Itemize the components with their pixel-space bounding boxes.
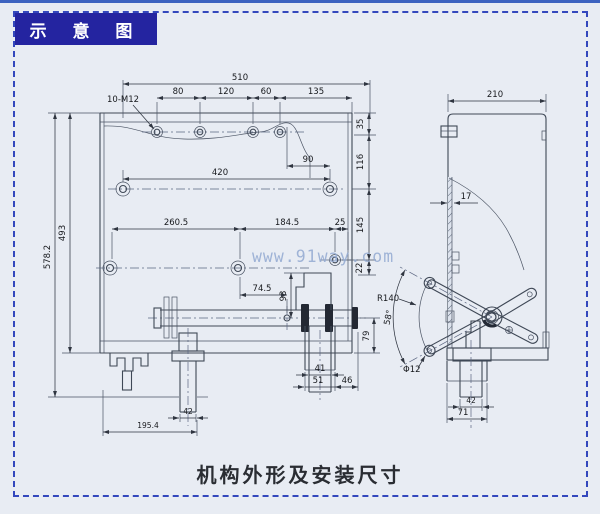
dim-90: 90 bbox=[286, 127, 331, 181]
page-header: 示 意 图 bbox=[15, 13, 157, 45]
drawing-caption: 机构外形及安装尺寸 bbox=[0, 459, 600, 488]
mounting-bracket bbox=[295, 272, 332, 310]
side-body-outline bbox=[440, 113, 547, 348]
side-view: 210 17 bbox=[377, 90, 550, 428]
dim-51-label: 51 bbox=[313, 376, 324, 386]
dim-210-label: 210 bbox=[487, 90, 503, 100]
dim-90-label: 90 bbox=[303, 155, 314, 165]
dim-74-5-label: 74.5 bbox=[253, 284, 272, 294]
lower-hole-row bbox=[96, 254, 358, 276]
panel-outline bbox=[99, 112, 353, 354]
foot-bracket bbox=[109, 353, 149, 391]
top-hole-row bbox=[142, 126, 305, 138]
dim-420: 420 bbox=[122, 168, 330, 182]
dim-510-label: 510 bbox=[232, 73, 248, 83]
shaft-assembly bbox=[148, 296, 366, 339]
dim-120-label: 120 bbox=[218, 87, 234, 97]
dashed-border bbox=[13, 11, 588, 497]
dim-side-rod: 42 71 bbox=[446, 383, 494, 423]
dim-rod-42: 42 bbox=[168, 407, 208, 422]
dim-420-label: 420 bbox=[212, 168, 228, 178]
dim-58-label: 58° bbox=[383, 309, 396, 326]
dim-right-chain: 35 116 145 22 bbox=[342, 112, 376, 276]
dim-493-label: 493 bbox=[58, 225, 68, 241]
front-view: 510 80 120 60 135 10-M12 bbox=[43, 73, 380, 436]
side-lower-rod bbox=[446, 340, 492, 428]
dim-195-4: 195.4 bbox=[102, 390, 198, 436]
dim-22-label: 22 bbox=[355, 263, 365, 274]
watermark: www.91way.com bbox=[252, 247, 394, 266]
dim-42-front-label: 42 bbox=[183, 407, 193, 416]
dim-17-label: 17 bbox=[461, 192, 472, 202]
dim-25-label: 25 bbox=[335, 218, 346, 228]
dim-left-heights: 578.2 493 bbox=[43, 112, 100, 397]
dim-phi12-label: Φ12 bbox=[403, 365, 421, 375]
dim-lower-row: 260.5 184.5 25 bbox=[111, 218, 349, 259]
dim-93-label: 93 bbox=[279, 291, 289, 302]
dim-60-label: 60 bbox=[261, 87, 272, 97]
dim-80-label: 80 bbox=[173, 87, 184, 97]
dim-42-side-label: 42 bbox=[466, 396, 476, 405]
lower-tube bbox=[304, 326, 336, 400]
dim-116-label: 116 bbox=[356, 154, 366, 170]
dim-71-label: 71 bbox=[458, 408, 469, 418]
dim-46-label: 46 bbox=[342, 376, 353, 386]
base-plate bbox=[446, 331, 550, 361]
dim-r140-label: R140 bbox=[377, 294, 399, 304]
dim-210: 210 bbox=[447, 90, 547, 112]
thread-callout: 10-M12 bbox=[107, 95, 139, 105]
dim-41-label: 41 bbox=[315, 364, 326, 374]
dim-top-spacings: 80 120 60 135 bbox=[156, 87, 353, 124]
top-rule bbox=[0, 0, 600, 3]
dim-195-4-label: 195.4 bbox=[137, 421, 159, 430]
dim-578-2-label: 578.2 bbox=[43, 245, 53, 269]
mid-hole-row bbox=[108, 181, 345, 197]
dim-145-label: 145 bbox=[356, 217, 366, 233]
dim-79-label: 79 bbox=[362, 331, 372, 342]
label-10m12: 10-M12 bbox=[107, 95, 155, 130]
dim-260-5-label: 260.5 bbox=[164, 218, 188, 228]
swing-mechanism: R140 58° Φ12 bbox=[377, 266, 539, 375]
dim-93: 93 bbox=[279, 272, 304, 318]
dim-184-5-label: 184.5 bbox=[275, 218, 299, 228]
anchor-bolt bbox=[48, 328, 208, 426]
dim-17: 17 bbox=[430, 192, 478, 205]
dim-74-5: 74.5 bbox=[239, 277, 288, 313]
dim-135-label: 135 bbox=[308, 87, 324, 97]
dim-510: 510 bbox=[122, 73, 371, 118]
caption-text: 机构外形及安装尺寸 bbox=[196, 463, 404, 487]
dim-35-label: 35 bbox=[356, 119, 366, 130]
header-title: 示 意 图 bbox=[29, 21, 143, 42]
dim-tube: 41 51 46 bbox=[293, 332, 359, 391]
